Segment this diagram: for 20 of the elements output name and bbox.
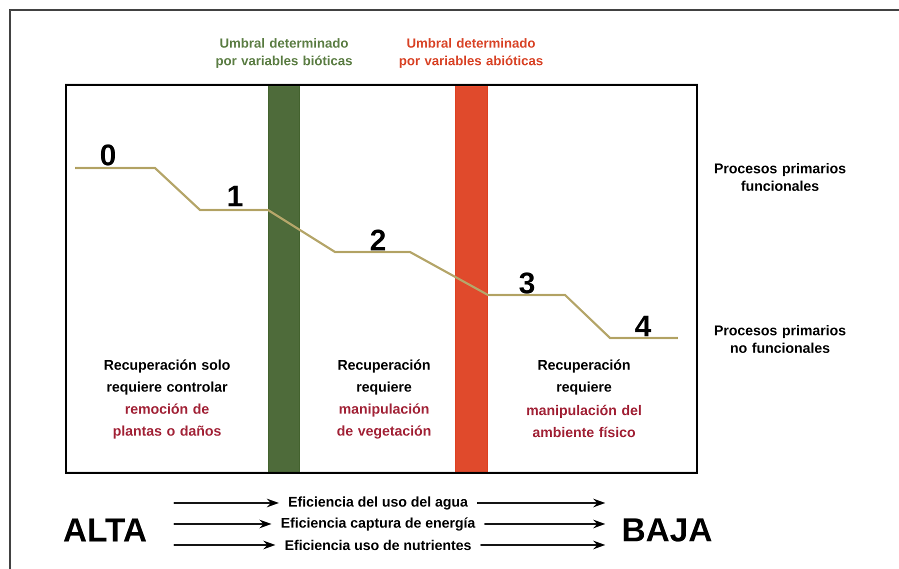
step-number: 3 xyxy=(519,272,534,294)
efficiency-label: Eficiencia del uso del agua xyxy=(289,496,468,510)
threshold-heading: Umbral determinado por variables abióticas xyxy=(400,38,543,68)
step-number: 0 xyxy=(100,144,116,166)
recovery-action: manipulación de vegetación xyxy=(337,403,430,439)
level-label: BAJA xyxy=(624,518,712,542)
level-label: ALTA xyxy=(64,518,146,542)
efficiency-label: Eficiencia uso de nutrientes xyxy=(286,540,471,550)
recovery-action: remoción de plantas o daños xyxy=(114,403,221,439)
recovery-action: manipulación del ambiente físico xyxy=(527,404,641,438)
step-number: 4 xyxy=(635,316,652,336)
recovery-text: Recuperación requiere xyxy=(338,359,430,395)
state-label: Procesos primarios funcionales xyxy=(714,163,846,191)
threshold-heading: Umbral determinado por variables bióticas xyxy=(216,38,352,68)
efficiency-label: Eficiencia captura de energía xyxy=(282,517,476,531)
recovery-text: Recuperación requiere xyxy=(538,359,630,395)
chart-frame xyxy=(64,84,698,474)
state-label: Procesos primarios no funcionales xyxy=(714,325,846,353)
step-number: 2 xyxy=(370,230,386,250)
recovery-text: Recuperación solo requiere controlar xyxy=(104,359,230,395)
